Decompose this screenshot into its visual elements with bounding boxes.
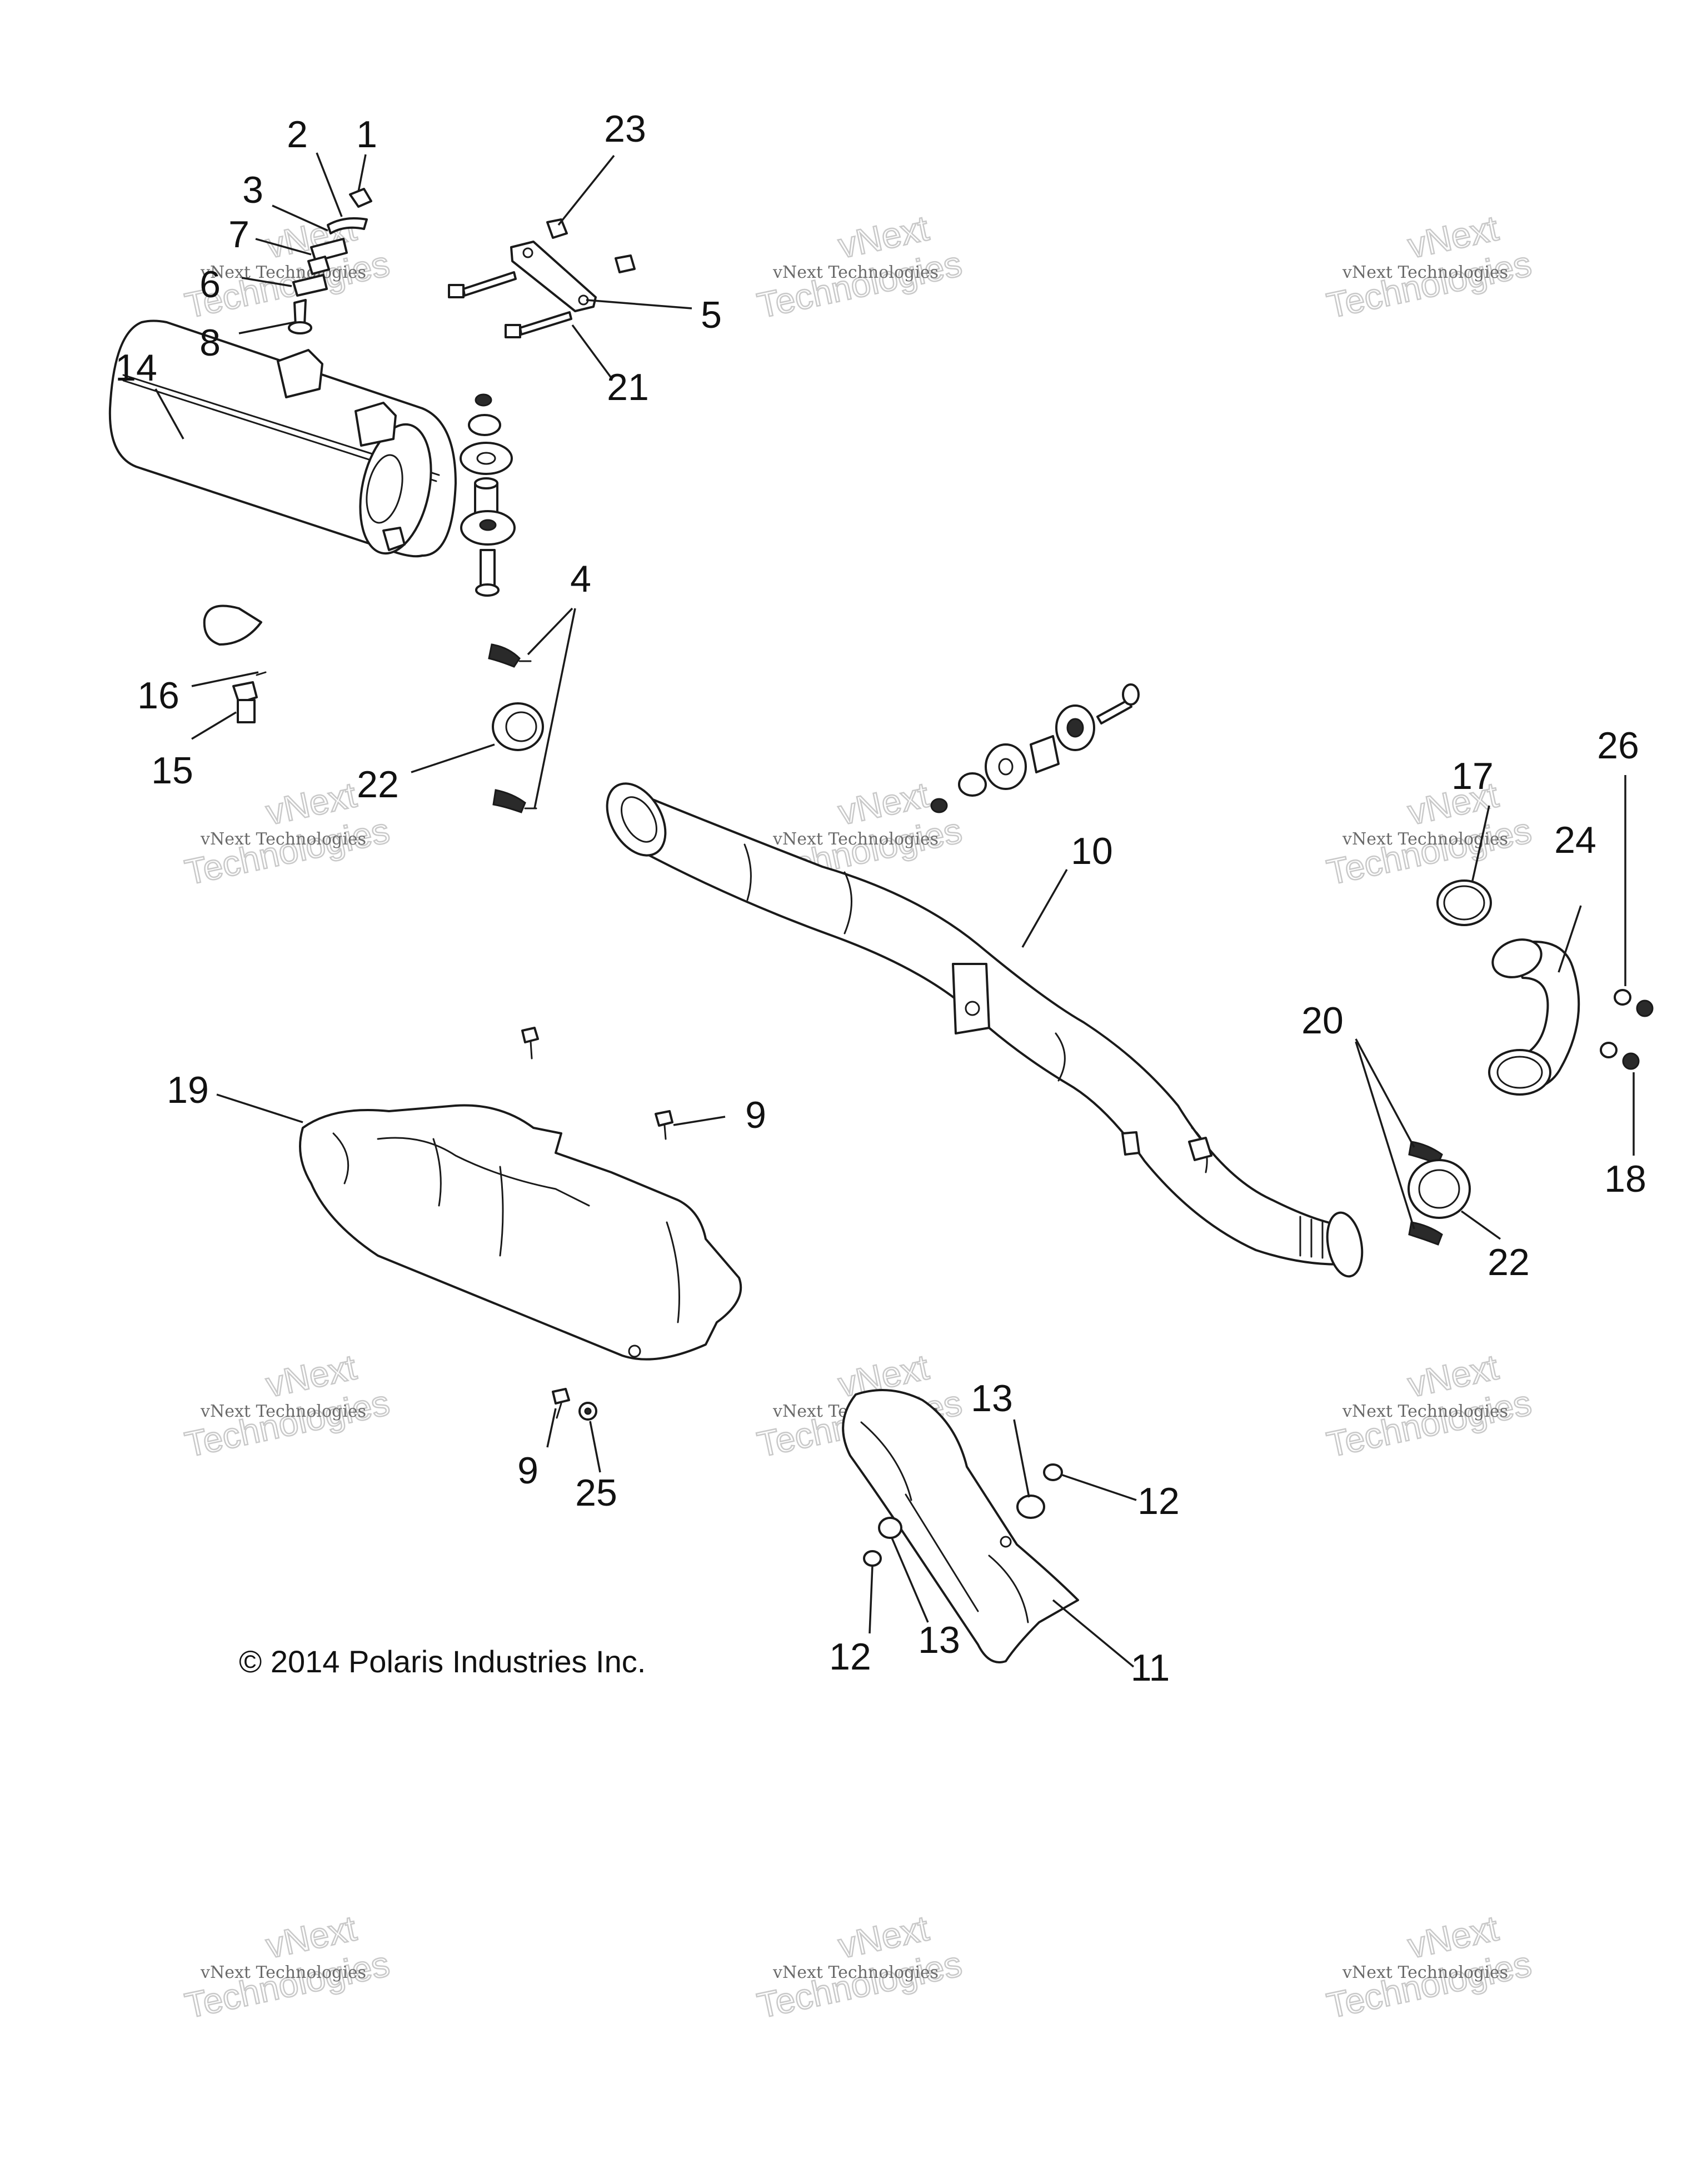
callout-14: 14 bbox=[115, 347, 157, 389]
leader-lines bbox=[154, 152, 1635, 1668]
callout-25: 25 bbox=[575, 1472, 617, 1514]
watermark-small-text: vNext Technologies bbox=[1342, 1402, 1508, 1421]
callout-numbers: 1 2 3 7 6 8 23 5 21 14 4 16 15 22 10 17 … bbox=[115, 108, 1646, 1689]
watermark-small-text: vNext Technologies bbox=[1342, 263, 1508, 282]
head-pipe bbox=[606, 782, 1364, 1278]
callout-13: 13 bbox=[971, 1377, 1013, 1420]
pipe-shield-fasteners bbox=[863, 1463, 1063, 1567]
muffler-heat-shield bbox=[299, 1104, 742, 1361]
callout-8: 8 bbox=[199, 322, 221, 364]
callout-10: 10 bbox=[1071, 830, 1113, 872]
copyright-notice: © 2014 Polaris Industries Inc. bbox=[239, 1644, 646, 1679]
callout-9b: 9 bbox=[517, 1450, 538, 1492]
callout-22: 22 bbox=[357, 763, 399, 806]
callout-6: 6 bbox=[199, 263, 221, 306]
callout-24: 24 bbox=[1554, 819, 1596, 861]
callout-13b: 13 bbox=[918, 1619, 960, 1661]
callout-7: 7 bbox=[228, 213, 249, 256]
springs-left bbox=[488, 643, 544, 813]
callout-12: 12 bbox=[1137, 1480, 1180, 1522]
head-pipe-heat-shield bbox=[842, 1389, 1079, 1663]
callout-23: 23 bbox=[604, 108, 646, 150]
callout-2: 2 bbox=[287, 113, 308, 156]
callout-19: 19 bbox=[167, 1069, 209, 1111]
watermark-small-text: vNext Technologies bbox=[1342, 1963, 1508, 1982]
callout-9: 9 bbox=[745, 1094, 766, 1136]
muffler bbox=[108, 319, 457, 646]
callout-16: 16 bbox=[137, 674, 179, 717]
callout-22b: 22 bbox=[1488, 1241, 1530, 1283]
stud-and-clip bbox=[232, 671, 267, 723]
callout-5: 5 bbox=[701, 294, 722, 336]
watermark-small-text: vNext Technologies bbox=[200, 1963, 366, 1982]
bracket-hardware bbox=[288, 188, 372, 334]
callout-12b: 12 bbox=[829, 1636, 871, 1678]
callout-20: 20 bbox=[1301, 999, 1344, 1042]
watermark-small-text: vNext Technologies bbox=[200, 1402, 366, 1421]
watermark-small-text: vNext Technologies bbox=[772, 263, 939, 282]
y-pipe-assembly bbox=[1436, 879, 1654, 1096]
callout-26: 26 bbox=[1597, 724, 1639, 767]
callout-21: 21 bbox=[607, 366, 649, 408]
callout-17: 17 bbox=[1451, 755, 1494, 797]
callout-15: 15 bbox=[151, 749, 193, 792]
shield-fasteners bbox=[521, 1027, 673, 1421]
mount-bracket bbox=[448, 218, 636, 338]
watermark-small-text: vNext Technologies bbox=[772, 829, 939, 849]
muffler-mount-stack bbox=[460, 393, 516, 597]
springs-right bbox=[1407, 1141, 1471, 1246]
callout-3: 3 bbox=[242, 169, 263, 211]
callout-1: 1 bbox=[356, 113, 377, 156]
callout-11: 11 bbox=[1131, 1647, 1170, 1689]
watermark-small-text: vNext Technologies bbox=[200, 829, 366, 849]
callout-4: 4 bbox=[570, 558, 591, 600]
pipe-mount-stack bbox=[930, 683, 1140, 813]
watermark-small-text: vNext Technologies bbox=[200, 263, 366, 282]
callout-18: 18 bbox=[1604, 1158, 1646, 1200]
watermark-small-text: vNext Technologies bbox=[772, 1963, 939, 1982]
